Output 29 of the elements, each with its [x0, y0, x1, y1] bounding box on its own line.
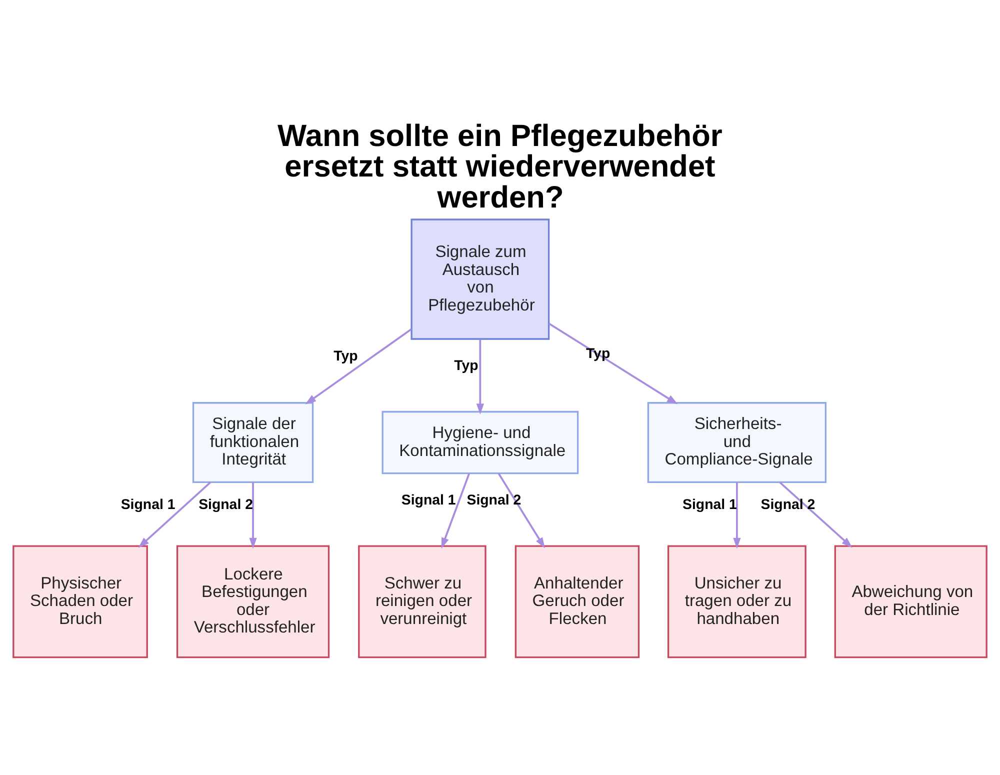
node-box: Anhaltender Geruch oder Flecken: [514, 545, 640, 658]
arrow: [305, 328, 412, 404]
arrow: [476, 339, 484, 415]
edge-label: Signal 1: [401, 492, 456, 508]
edge-label: Signal 1: [682, 496, 737, 513]
edge-label: Signal 2: [198, 496, 253, 513]
node-box: Abweichung von der Richtlinie: [834, 545, 988, 658]
arrow: [733, 482, 741, 549]
node-box: Sicherheits- und Compliance-Signale: [647, 402, 826, 483]
arrow: [779, 482, 852, 548]
edge-label: Signal 2: [760, 497, 816, 514]
arrow: [548, 322, 678, 404]
arrow: [138, 482, 211, 548]
edge-label: Typ: [334, 348, 358, 365]
node-box: Lockere Befestigungen oder Verschlussfehler: [176, 545, 330, 658]
diagram-title: Wann sollte ein Pflegezubehör ersetzt statt wiederverwendet werden?: [278, 118, 722, 214]
edge-label: Typ: [586, 346, 610, 362]
node-box: Signale der funktionalen Integrität: [192, 402, 314, 483]
arrow: [441, 473, 470, 549]
node-box: Physischer Schaden oder Bruch: [12, 545, 148, 658]
node-box: Signale zum Austausch von Pflegezubehör: [410, 218, 550, 340]
arrow: [498, 473, 545, 548]
edge-label: Signal 2: [466, 492, 522, 509]
node-box: Unsicher zu tragen oder zu handhaben: [667, 545, 806, 658]
edge-label: Typ: [454, 358, 478, 374]
edge-label: Signal 1: [120, 497, 176, 514]
node-box: Schwer zu reinigen oder verunreinigt: [358, 545, 486, 658]
arrow: [249, 482, 257, 549]
node-box: Hygiene- und Kontaminationssignale: [382, 410, 579, 474]
